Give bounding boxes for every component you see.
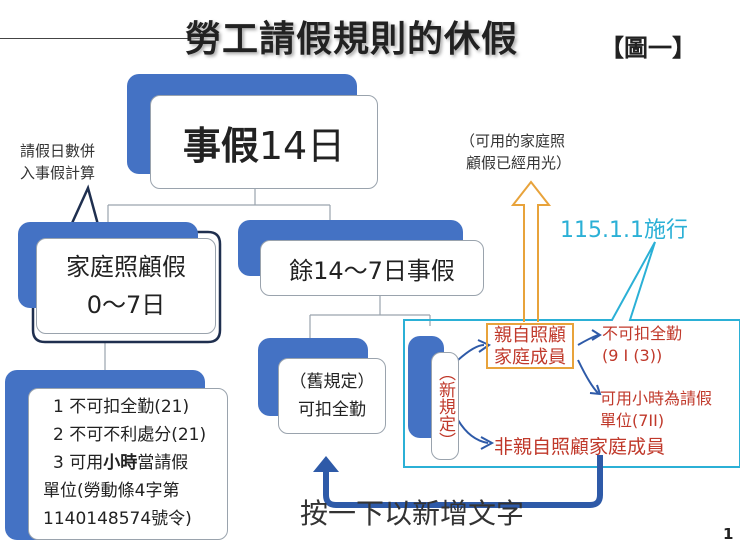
rules-item-4: 單位(勞動條4字第 xyxy=(43,481,180,501)
non-family-label: 非親自照顧家庭成員 xyxy=(494,436,666,458)
arrow-to-non-family xyxy=(457,419,489,444)
title-underline xyxy=(0,38,200,39)
old-rule-label: （舊規定） xyxy=(289,372,375,392)
used-up-note-line1: （可用的家庭照 xyxy=(460,132,566,150)
page-title: 勞工請假規則的休假 xyxy=(185,19,519,60)
rules-item-3-bold: 小時 xyxy=(103,453,138,473)
effective-date: 115.1.1施行 xyxy=(560,218,688,243)
used-up-arrow xyxy=(510,180,552,322)
rules-list-node: 1 不可扣全勤(21) 2 不可不利處分(21) 3 可用小時當請假 單位(勞動… xyxy=(28,388,228,540)
hourly-note-line1: 可用小時為請假 xyxy=(600,389,713,408)
effective-callout-box xyxy=(403,241,740,468)
deduct-note: 不可扣全勤 (9 I (3)) xyxy=(602,323,682,367)
return-arrow xyxy=(323,455,603,508)
root-bold-label: 事假 xyxy=(182,123,259,168)
family-member-node: 親自照顧 家庭成員 xyxy=(486,323,574,369)
remaining-leave-node: 餘14～7日事假 xyxy=(260,240,484,296)
arrow-to-family xyxy=(457,344,485,361)
hourly-note-line2: 單位(7II) xyxy=(600,411,665,430)
new-rule-node: （新規定） xyxy=(431,352,459,460)
family-leave-label: 家庭照顧假 xyxy=(66,253,186,281)
rules-item-3: 3 可用小時當請假 xyxy=(53,453,189,473)
callout-note: 請假日數併 入事假計算 xyxy=(20,140,95,184)
used-up-note-line2: 顧假已經用光） xyxy=(466,154,572,172)
used-up-note: （可用的家庭照 顧假已經用光） xyxy=(460,130,571,174)
rules-item-1: 1 不可扣全勤(21) xyxy=(53,397,190,417)
deduct-note-line1: 不可扣全勤 xyxy=(602,324,683,343)
deduct-note-line2: (9 I (3)) xyxy=(602,346,663,365)
root-label: 14日 xyxy=(258,123,346,168)
old-rule-node: （舊規定） 可扣全勤 xyxy=(278,358,386,434)
family-leave-node: 家庭照顧假 0～7日 xyxy=(36,238,216,334)
rules-item-2: 2 不可不利處分(21) xyxy=(53,425,207,445)
callout-note-line2: 入事假計算 xyxy=(20,164,96,182)
family-member-line2: 家庭成員 xyxy=(494,347,566,368)
rules-item-5: 1140148574號令) xyxy=(43,509,192,529)
page-number: 1 xyxy=(723,525,734,543)
callout-note-line1: 請假日數併 xyxy=(20,142,96,160)
family-member-line1: 親自照顧 xyxy=(494,325,566,346)
old-rule-text: 可扣全勤 xyxy=(298,400,366,420)
figure-label: 【圖一】 xyxy=(600,34,696,62)
placeholder-hint[interactable]: 按一下以新增文字 xyxy=(300,497,525,530)
hourly-note: 可用小時為請假 單位(7II) xyxy=(600,388,712,432)
family-leave-days: 0～7日 xyxy=(86,291,166,319)
tier2-bar xyxy=(309,296,431,340)
